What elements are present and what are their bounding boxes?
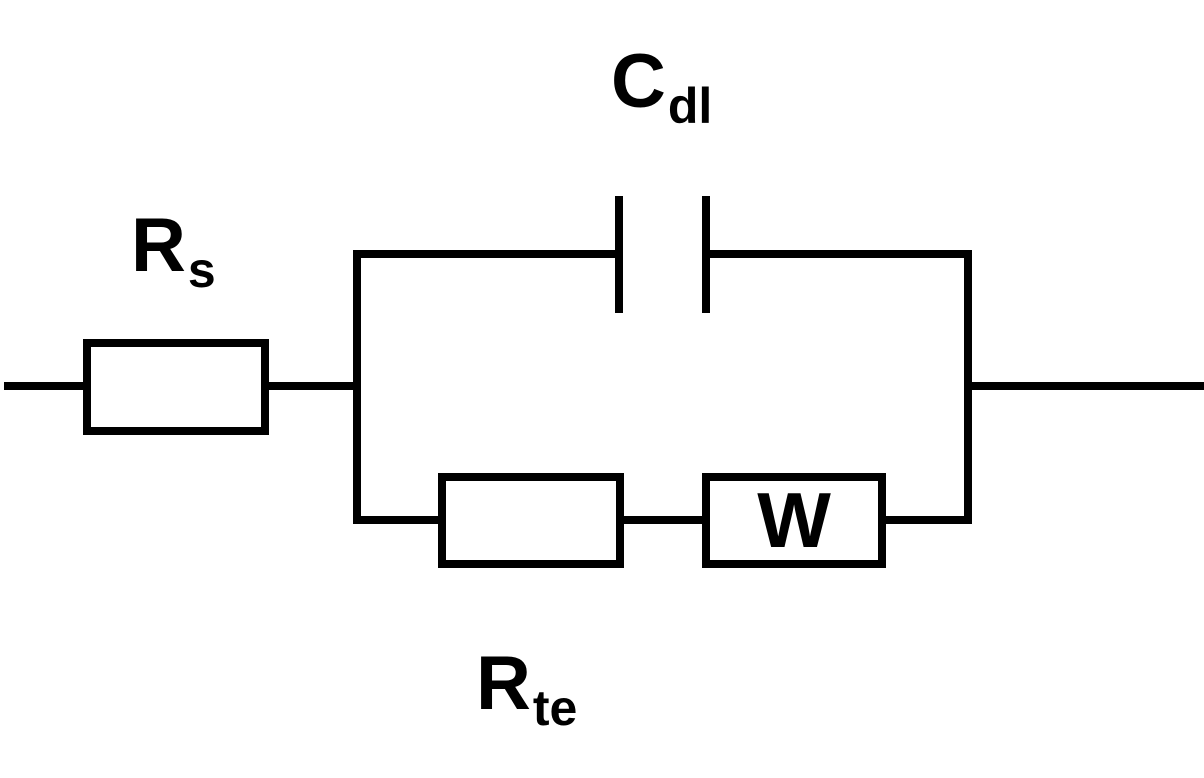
label-cdl-main: C	[611, 39, 666, 124]
label-cdl: Cdl	[611, 44, 712, 132]
label-warburg: W	[757, 476, 831, 564]
resistor-rs	[83, 339, 269, 435]
resistor-rte	[438, 473, 624, 568]
label-cdl-sub: dl	[667, 78, 713, 134]
label-rte: Rte	[476, 646, 577, 734]
label-rte-main: R	[476, 641, 531, 726]
label-rs-main: R	[131, 203, 186, 288]
label-rs-sub: s	[187, 242, 216, 298]
label-rte-sub: te	[532, 680, 578, 736]
label-rs: Rs	[131, 208, 216, 296]
